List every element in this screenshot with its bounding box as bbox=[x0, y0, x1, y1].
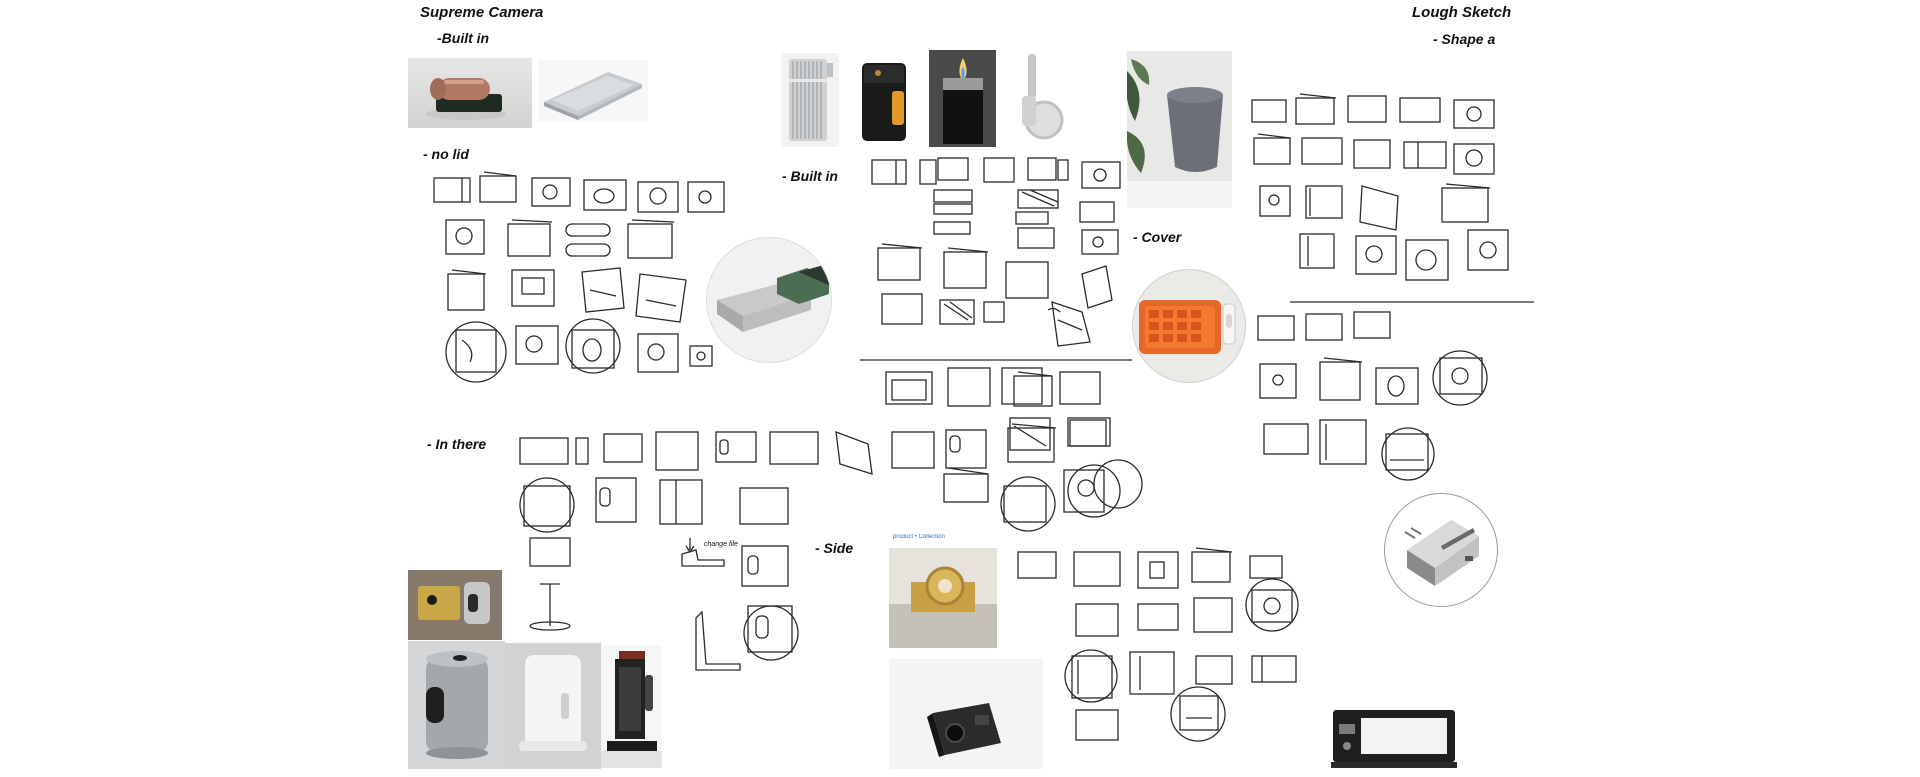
photo-white-pod bbox=[505, 643, 601, 769]
photo-tape-dispenser: product • Collection bbox=[889, 534, 997, 654]
photo-white-clip-device bbox=[1010, 50, 1066, 146]
highlight-blue bbox=[519, 477, 575, 533]
label-built-in-top: -Built in bbox=[437, 30, 490, 46]
label-in-there: - In there bbox=[427, 436, 487, 452]
photo-copper-cylinder bbox=[408, 58, 532, 128]
label-cover: - Cover bbox=[1133, 229, 1182, 245]
sketch-group-built-in bbox=[871, 157, 1121, 347]
highlight-pink bbox=[445, 321, 507, 383]
photo-circle-orange-grid bbox=[1132, 269, 1246, 383]
photo-coffee-press bbox=[601, 645, 662, 768]
sketch-group-no-lid bbox=[433, 171, 725, 373]
label-built-in-mid: - Built in bbox=[782, 168, 838, 184]
label-no-lid: - no lid bbox=[423, 146, 469, 162]
sketch-group-side bbox=[1017, 547, 1297, 741]
photo-circle-charger bbox=[1384, 493, 1498, 607]
photo-flame-lighter bbox=[929, 50, 996, 147]
scribble-change-file: change file bbox=[704, 541, 738, 548]
catalogue-tag: product • Collection bbox=[893, 534, 945, 540]
highlight-pink bbox=[1381, 427, 1435, 481]
label-shape-a: - Shape a bbox=[1433, 31, 1496, 47]
photo-silver-drive bbox=[538, 60, 648, 122]
photo-grey-cylinder bbox=[408, 641, 505, 769]
photo-toaster bbox=[1325, 700, 1463, 777]
highlight-pink bbox=[1067, 464, 1121, 518]
photo-black-lighter bbox=[856, 57, 914, 147]
highlight-pink bbox=[565, 318, 621, 374]
sketch-group-in-there bbox=[519, 367, 1111, 671]
highlight-blue bbox=[1170, 686, 1226, 742]
highlight-teal bbox=[1093, 459, 1143, 509]
label-side: - Side bbox=[815, 540, 854, 556]
photo-plant-cup bbox=[1127, 51, 1232, 208]
photo-circle-tray bbox=[706, 237, 832, 363]
highlight-blue bbox=[1064, 649, 1118, 703]
title-lough-sketch: Lough Sketch bbox=[1412, 4, 1512, 21]
highlight-pink bbox=[1432, 350, 1488, 406]
photo-action-camera bbox=[889, 659, 1043, 769]
highlight-pink bbox=[1000, 476, 1056, 532]
highlight-blue bbox=[1245, 578, 1299, 632]
sketch-group-shape-a bbox=[1251, 93, 1509, 471]
title-supreme-camera: Supreme Camera bbox=[420, 4, 544, 21]
photo-gold-camera bbox=[408, 570, 502, 640]
photo-silver-lighter bbox=[781, 53, 839, 147]
